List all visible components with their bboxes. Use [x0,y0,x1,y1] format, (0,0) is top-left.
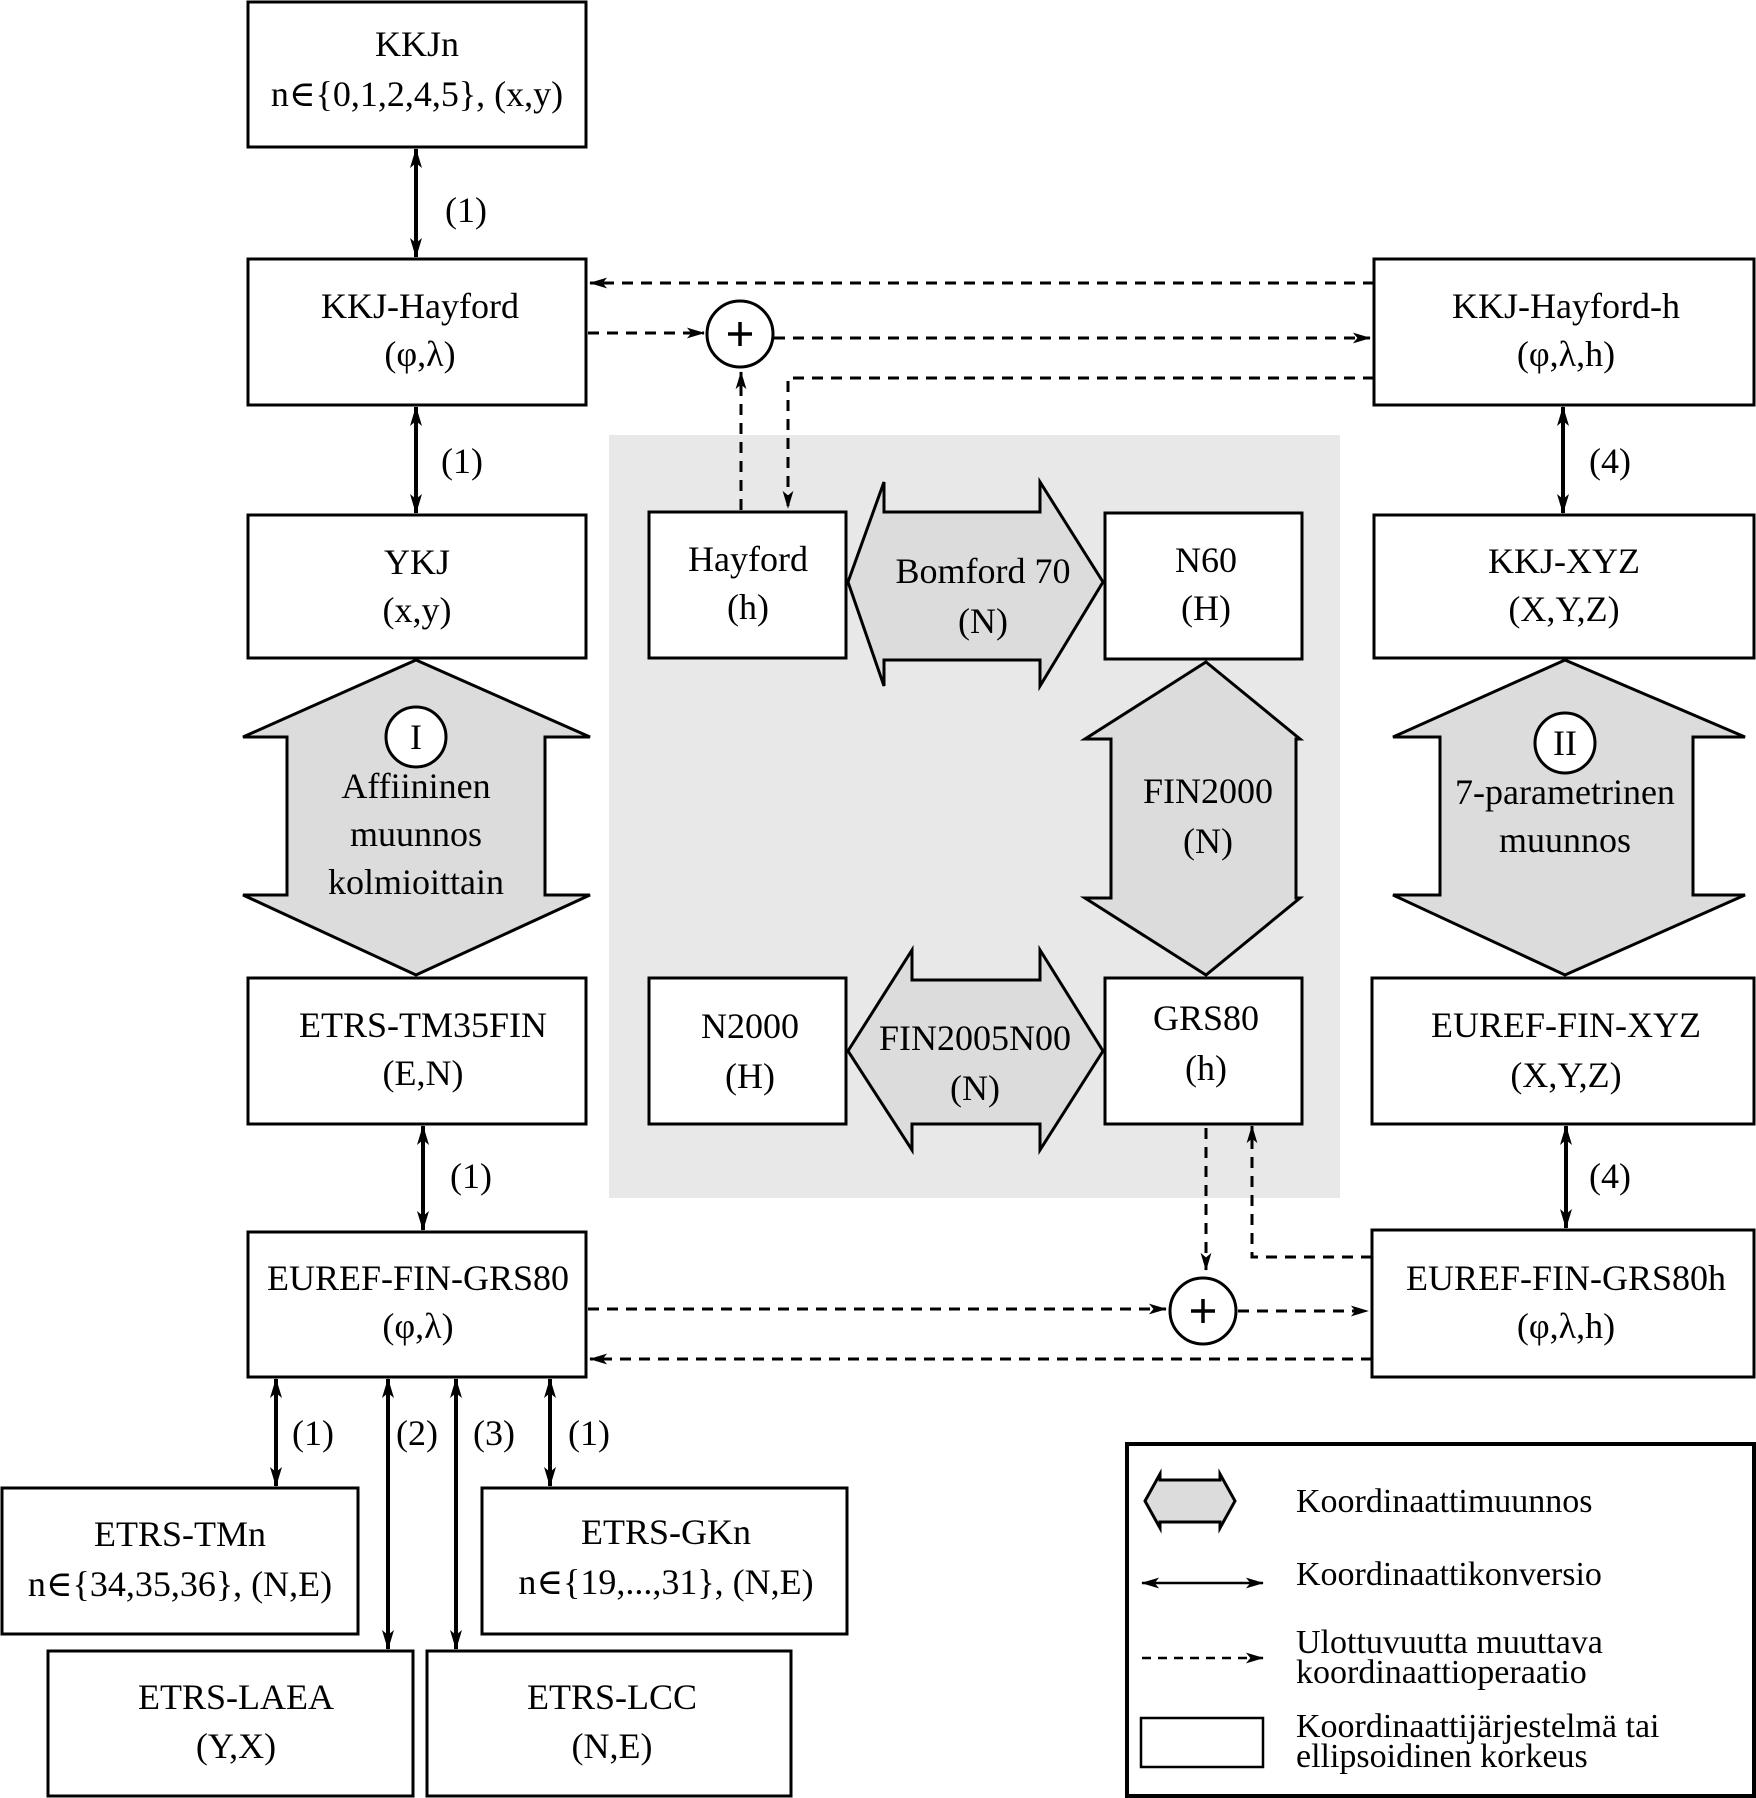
node-kkj-hayford-h-name: KKJ-Hayford-h [1452,286,1680,326]
edge-label-to-gkn: (1) [568,1413,610,1453]
node-kkj-hayford-h-coords: (φ,λ,h) [1517,334,1615,374]
node-n60: N60 (H) [1103,511,1304,661]
legend-transformation-label: Koordinaattimuunnos [1296,1483,1593,1520]
edge-label-tm35fin-eurefgrs80: (1) [450,1156,492,1196]
node-euref-fin-grs80h-coords: (φ,λ,h) [1517,1306,1615,1346]
node-kkjn-coords: n∈{0,1,2,4,5}, (x,y) [271,74,563,114]
node-etrs-gkn-coords: n∈{19,...,31}, (N,E) [518,1562,813,1602]
node-hayford-h: Hayford (h) [647,510,848,660]
node-grs80-h: GRS80 (h) [1103,976,1304,1126]
legend-system-label-line2: ellipsoidinen korkeus [1296,1738,1588,1775]
node-ykj-name: YKJ [384,542,450,582]
transformation-affine: I Affiininen muunnos kolmioittain [242,658,591,977]
node-kkj-xyz-name: KKJ-XYZ [1488,541,1640,581]
node-etrs-laea-name: ETRS-LAEA [138,1677,334,1717]
edge-label-kkjhayford-ykj: (1) [441,441,483,481]
node-etrs-lcc-name: ETRS-LCC [527,1677,697,1717]
transformation-affine-line2: muunnos [350,814,482,854]
plus-operator-top [705,299,775,369]
edge-label-to-lcc: (3) [473,1413,515,1453]
transformation-seven-parameter: II 7-parametrinen muunnos [1392,658,1746,977]
node-grs80-h-coords: (h) [1185,1048,1227,1088]
transformation-seven-parameter-line2: muunnos [1499,820,1631,860]
dashed-eurefgrs80h-to-grs80 [1246,1125,1372,1259]
node-etrs-laea-coords: (Y,X) [196,1726,276,1766]
transformation-fin2005n00-line2: (N) [950,1068,1000,1108]
node-euref-fin-grs80: EUREF-FIN-GRS80 (φ,λ) [246,1230,588,1379]
node-kkj-hayford-coords: (φ,λ) [384,334,455,374]
node-kkj-xyz-coords: (X,Y,Z) [1508,589,1619,629]
transformation-fin2000: FIN2000 (N) [1079,660,1305,977]
node-grs80-h-name: GRS80 [1153,998,1259,1038]
transformation-affine-badge: I [410,717,422,757]
node-etrs-lcc: ETRS-LCC (N,E) [425,1649,793,1798]
node-euref-fin-grs80-name: EUREF-FIN-GRS80 [267,1258,569,1298]
legend: Koordinaattimuunnos Koordinaattikonversi… [1125,1442,1756,1798]
transformation-seven-parameter-line1: 7-parametrinen [1455,772,1675,812]
node-etrs-lcc-coords: (N,E) [572,1726,653,1766]
node-kkj-hayford: KKJ-Hayford (φ,λ) [246,257,588,407]
transformation-bomford-70-line1: Bomford 70 [896,551,1071,591]
transformation-fin2000-line2: (N) [1183,821,1233,861]
edge-label-eurefxyz-eurefgrs80h: (4) [1589,1156,1631,1196]
node-hayford-h-coords: (h) [727,587,769,627]
legend-operation-label-line2: koordinaattioperaatio [1296,1654,1587,1691]
node-n60-name: N60 [1175,540,1237,580]
transformation-fin2005n00-line1: FIN2005N00 [879,1018,1071,1058]
transformation-bomford-70: Bomford 70 (N) [846,476,1105,692]
dashed-hayfordh-to-hayford [782,376,1374,509]
legend-transformation-icon [1143,1468,1237,1534]
transformation-seven-parameter-badge: II [1553,723,1577,763]
node-euref-fin-xyz-name: EUREF-FIN-XYZ [1431,1005,1701,1045]
node-etrs-laea: ETRS-LAEA (Y,X) [46,1649,415,1798]
edge-label-to-laea: (2) [396,1413,438,1453]
node-etrs-tm35fin-name: ETRS-TM35FIN [299,1005,547,1045]
transformation-affine-line1: Affiininen [341,766,490,806]
node-n2000-coords: (H) [725,1056,775,1096]
transformation-fin2000-line1: FIN2000 [1143,771,1273,811]
transformation-fin2005n00: FIN2005N00 (N) [846,944,1105,1156]
legend-operation-label-line1: Ulottuvuutta muuttava [1296,1624,1603,1661]
legend-system-icon [1139,1716,1265,1769]
transformation-affine-line3: kolmioittain [328,862,504,902]
node-euref-fin-xyz-coords: (X,Y,Z) [1510,1055,1621,1095]
node-kkjn: KKJn n∈{0,1,2,4,5}, (x,y) [246,0,588,149]
plus-operator-bottom [1168,1276,1238,1346]
legend-system-label-line1: Koordinaattijärjestelmä tai [1296,1708,1659,1745]
node-etrs-tmn: ETRS-TMn n∈{34,35,36}, (N,E) [0,1486,360,1636]
node-etrs-tm35fin-coords: (E,N) [383,1053,464,1093]
node-euref-fin-xyz: EUREF-FIN-XYZ (X,Y,Z) [1370,976,1756,1126]
conversion-arrows [270,148,1572,1650]
node-etrs-tm35fin: ETRS-TM35FIN (E,N) [246,976,588,1126]
node-hayford-h-name: Hayford [688,539,808,579]
node-etrs-gkn-name: ETRS-GKn [581,1512,751,1552]
node-ykj-coords: (x,y) [383,590,452,630]
edge-label-kkjhayfordh-kkjxyz: (4) [1589,441,1631,481]
node-euref-fin-grs80-coords: (φ,λ) [382,1306,453,1346]
node-kkj-hayford-name: KKJ-Hayford [321,286,519,326]
legend-conversion-label: Koordinaattikonversio [1296,1556,1602,1593]
node-euref-fin-grs80h-name: EUREF-FIN-GRS80h [1406,1258,1726,1298]
node-n2000-name: N2000 [701,1006,799,1046]
node-n2000: N2000 (H) [647,976,848,1126]
node-etrs-tmn-name: ETRS-TMn [94,1514,266,1554]
edge-label-kkjn-kkjhayford: (1) [445,190,487,230]
node-kkjn-name: KKJn [375,24,459,64]
node-n60-coords: (H) [1181,588,1231,628]
node-kkj-xyz: KKJ-XYZ (X,Y,Z) [1372,513,1756,660]
node-ykj: YKJ (x,y) [246,513,588,660]
operation-arrows [588,277,1374,1365]
transformation-bomford-70-line2: (N) [958,601,1008,641]
node-euref-fin-grs80h: EUREF-FIN-GRS80h (φ,λ,h) [1370,1228,1756,1379]
node-etrs-gkn: ETRS-GKn n∈{19,...,31}, (N,E) [480,1486,849,1636]
node-etrs-tmn-coords: n∈{34,35,36}, (N,E) [28,1564,332,1604]
node-kkj-hayford-h: KKJ-Hayford-h (φ,λ,h) [1372,257,1756,407]
edge-label-to-tmn: (1) [292,1413,334,1453]
